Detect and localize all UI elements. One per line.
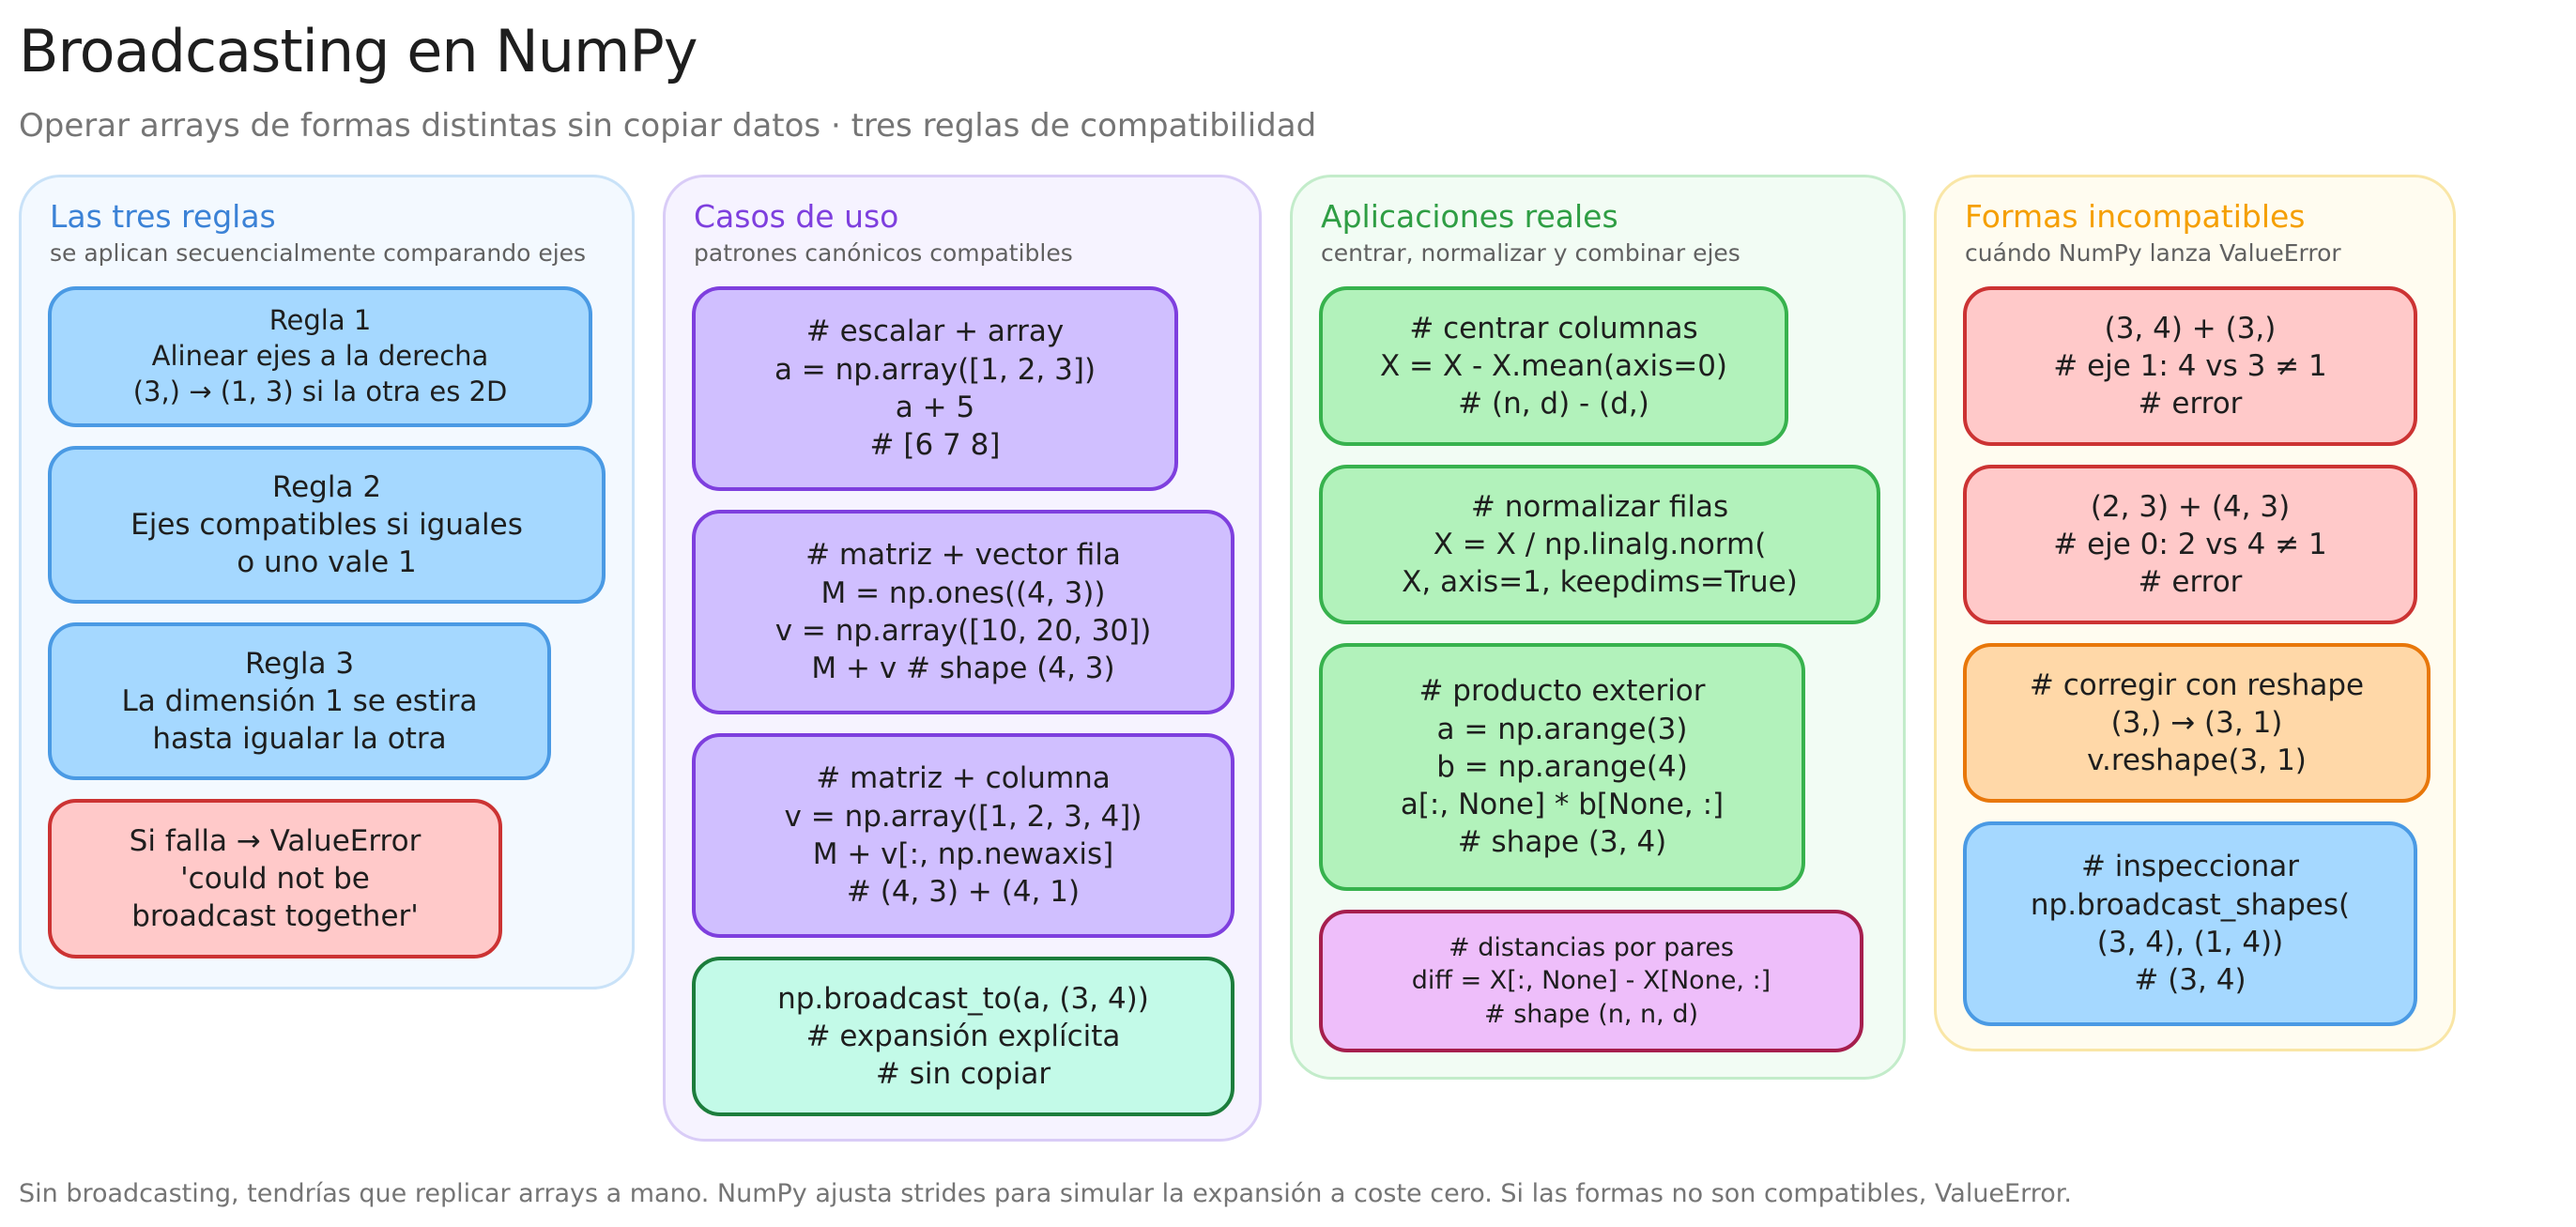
- case-row-vector-line-1: # matriz + vector fila: [805, 538, 1121, 573]
- rule-1-line-2: Alinear ejes a la derecha: [151, 340, 489, 373]
- incompat-reshape-box: # corregir con reshape (3,) → (3, 1) v.r…: [1963, 643, 2430, 803]
- case-scalar-line-2: a = np.array([1, 2, 3]): [774, 352, 1096, 387]
- footer-note: Sin broadcasting, tendrías que replicar …: [19, 1179, 2072, 1208]
- incompat-axis0-box: (2, 3) + (4, 3) # eje 0: 2 vs 4 ≠ 1 # er…: [1963, 465, 2417, 624]
- rule-failure-line-2: 'could not be: [180, 861, 370, 896]
- apps-panel-title: Aplicaciones reales: [1321, 198, 1618, 235]
- rule-3-line-2: La dimensión 1 se estira: [121, 683, 478, 718]
- rule-failure-line-1: Si falla → ValueError: [129, 823, 422, 858]
- case-broadcast-to-line-3: # sin copiar: [875, 1057, 1051, 1092]
- case-column-line-2: v = np.array([1, 2, 3, 4]): [784, 799, 1142, 834]
- cases-panel: Casos de uso patrones canónicos compatib…: [663, 175, 1262, 1142]
- incompat-reshape-line-3: v.reshape(3, 1): [2087, 744, 2307, 778]
- apps-panel-subtitle: centrar, normalizar y combinar ejes: [1321, 239, 1740, 267]
- incompat-panel-title: Formas incompatibles: [1965, 198, 2306, 235]
- app-normalize-line-2: X = X / np.linalg.norm(: [1433, 527, 1767, 561]
- rule-2-line-3: o uno vale 1: [237, 545, 417, 580]
- rule-1-line-1: Regla 1: [268, 304, 372, 337]
- case-column-line-3: M + v[:, np.newaxis]: [812, 837, 1114, 871]
- app-outer-product-line-1: # producto exterior: [1418, 674, 1706, 709]
- app-pairwise-line-1: # distancias por pares: [1449, 933, 1734, 963]
- app-pairwise-line-3: # shape (n, n, d): [1483, 999, 1699, 1029]
- page-title: Broadcasting en NumPy: [19, 17, 698, 85]
- incompat-axis1-line-3: # error: [2138, 387, 2243, 422]
- rule-failure-box: Si falla → ValueError 'could not be broa…: [48, 799, 502, 959]
- rule-3-box: Regla 3 La dimensión 1 se estira hasta i…: [48, 622, 551, 780]
- incompat-reshape-line-2: (3,) → (3, 1): [2110, 705, 2283, 740]
- case-broadcast-to-line-2: # expansión explícita: [805, 1019, 1121, 1053]
- incompat-axis1-line-2: # eje 1: 4 vs 3 ≠ 1: [2053, 348, 2327, 383]
- case-row-vector-line-3: v = np.array([10, 20, 30]): [774, 614, 1152, 648]
- rule-2-box: Regla 2 Ejes compatibles si iguales o un…: [48, 446, 606, 604]
- case-scalar-line-3: a + 5: [895, 391, 975, 424]
- incompat-inspect-box: # inspeccionar np.broadcast_shapes( (3, …: [1963, 821, 2417, 1026]
- app-center-box: # centrar columnas X = X - X.mean(axis=0…: [1319, 286, 1788, 446]
- incompat-reshape-line-1: # corregir con reshape: [2029, 667, 2365, 702]
- apps-panel: Aplicaciones reales centrar, normalizar …: [1290, 175, 1906, 1080]
- case-column-line-4: # (4, 3) + (4, 1): [846, 875, 1081, 910]
- case-scalar-line-4: # [6 7 8]: [869, 428, 1001, 463]
- cases-panel-title: Casos de uso: [694, 198, 899, 235]
- rules-panel-subtitle: se aplican secuencialmente comparando ej…: [50, 239, 587, 267]
- rule-failure-line-3: broadcast together': [131, 899, 419, 934]
- app-outer-product-line-3: b = np.arange(4): [1436, 749, 1688, 784]
- case-broadcast-to-box: np.broadcast_to(a, (3, 4)) # expansión e…: [692, 957, 1234, 1116]
- case-broadcast-to-line-1: np.broadcast_to(a, (3, 4)): [777, 981, 1149, 1016]
- app-center-line-1: # centrar columnas: [1409, 311, 1698, 345]
- app-outer-product-box: # producto exterior a = np.arange(3) b =…: [1319, 643, 1805, 891]
- case-row-vector-line-2: M = np.ones((4, 3)): [820, 575, 1106, 610]
- case-column-box: # matriz + columna v = np.array([1, 2, 3…: [692, 733, 1234, 938]
- rule-2-line-2: Ejes compatibles si iguales: [130, 507, 523, 542]
- rule-3-line-3: hasta igualar la otra: [152, 722, 447, 757]
- incompat-inspect-line-3: (3, 4), (1, 4)): [2096, 926, 2284, 959]
- rules-panel: Las tres reglas se aplican secuencialmen…: [19, 175, 635, 989]
- app-center-line-2: X = X - X.mean(axis=0): [1379, 348, 1728, 383]
- app-normalize-line-3: X, axis=1, keepdims=True): [1402, 565, 1798, 600]
- app-outer-product-line-2: a = np.arange(3): [1436, 712, 1688, 746]
- app-outer-product-line-5: # shape (3, 4): [1457, 825, 1667, 860]
- app-center-line-3: # (n, d) - (d,): [1458, 387, 1649, 422]
- incompat-panel: Formas incompatibles cuándo NumPy lanza …: [1934, 175, 2456, 1051]
- incompat-inspect-line-2: np.broadcast_shapes(: [2030, 887, 2351, 922]
- incompat-axis1-box: (3, 4) + (3,) # eje 1: 4 vs 3 ≠ 1 # erro…: [1963, 286, 2417, 446]
- app-pairwise-line-2: diff = X[:, None] - X[None, :]: [1411, 966, 1771, 996]
- incompat-panel-subtitle: cuándo NumPy lanza ValueError: [1965, 239, 2341, 267]
- app-normalize-box: # normalizar filas X = X / np.linalg.nor…: [1319, 465, 1880, 624]
- rule-1-box: Regla 1 Alinear ejes a la derecha (3,) →…: [48, 286, 592, 427]
- incompat-inspect-line-1: # inspeccionar: [2080, 850, 2300, 884]
- rule-2-line-1: Regla 2: [271, 469, 382, 504]
- page-subtitle: Operar arrays de formas distintas sin co…: [19, 107, 1317, 145]
- incompat-axis0-line-1: (2, 3) + (4, 3): [2090, 489, 2291, 524]
- incompat-axis0-line-3: # error: [2138, 565, 2243, 600]
- case-scalar-line-1: # escalar + array: [805, 314, 1065, 349]
- rule-3-line-1: Regla 3: [244, 646, 355, 681]
- app-pairwise-box: # distancias por pares diff = X[:, None]…: [1319, 910, 1863, 1052]
- case-column-line-1: # matriz + columna: [816, 761, 1111, 796]
- rule-1-line-3: (3,) → (1, 3) si la otra es 2D: [132, 375, 508, 407]
- case-row-vector-line-4: M + v # shape (4, 3): [811, 652, 1115, 686]
- incompat-axis1-line-1: (3, 4) + (3,): [2104, 311, 2277, 345]
- cases-panel-subtitle: patrones canónicos compatibles: [694, 239, 1073, 267]
- app-normalize-line-1: # normalizar filas: [1470, 489, 1729, 524]
- incompat-inspect-line-4: # (3, 4): [2134, 963, 2246, 998]
- rules-panel-title: Las tres reglas: [50, 198, 276, 235]
- app-outer-product-line-4: a[:, None] * b[None, :]: [1400, 788, 1725, 822]
- case-row-vector-box: # matriz + vector fila M = np.ones((4, 3…: [692, 510, 1234, 714]
- incompat-axis0-line-2: # eje 0: 2 vs 4 ≠ 1: [2053, 527, 2327, 561]
- case-scalar-box: # escalar + array a = np.array([1, 2, 3]…: [692, 286, 1178, 491]
